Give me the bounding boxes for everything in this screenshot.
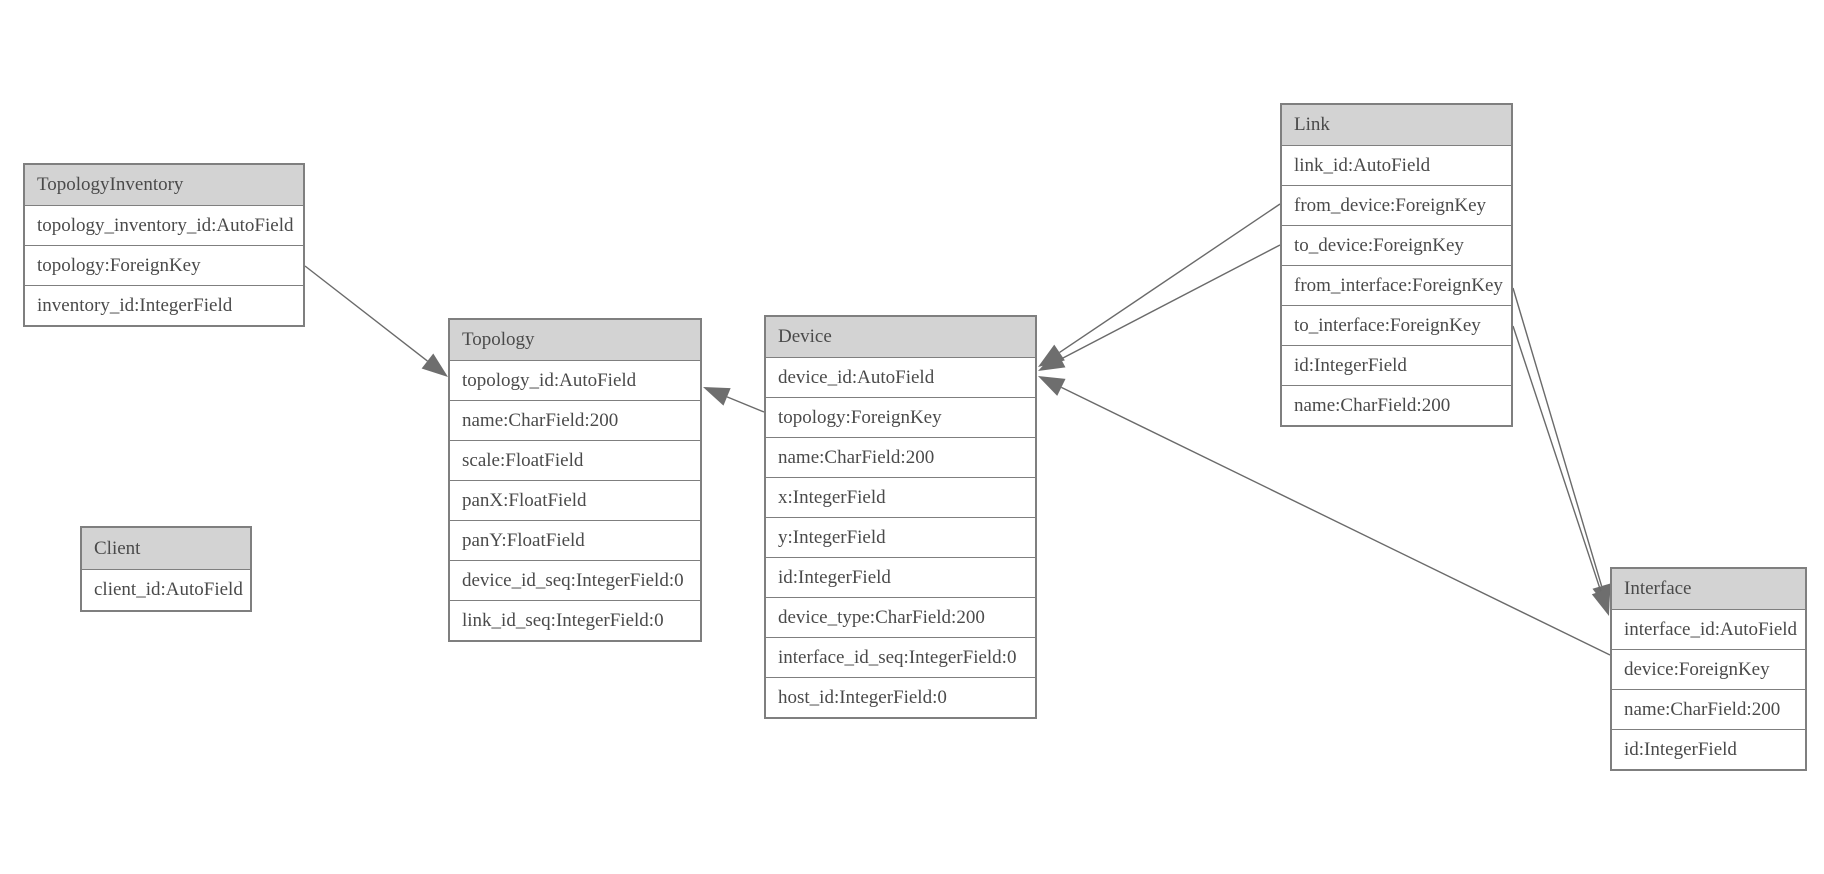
field-row: interface_id_seq:IntegerField:0 [766, 637, 1035, 677]
edge-arrowhead [1591, 588, 1610, 616]
entity-title: Client [82, 528, 250, 569]
field-row: panY:FloatField [450, 520, 700, 560]
entity-title: Link [1282, 105, 1511, 145]
field-row: device:ForeignKey [1612, 649, 1805, 689]
edge-arrowhead [703, 387, 731, 406]
field-row: scale:FloatField [450, 440, 700, 480]
field-row: name:CharField:200 [766, 437, 1035, 477]
field-row: device_id_seq:IntegerField:0 [450, 560, 700, 600]
entity-table-topologyinventory: TopologyInventory topology_inventory_id:… [23, 163, 305, 327]
field-row: inventory_id:IntegerField [25, 285, 303, 325]
field-row: id:IntegerField [1612, 729, 1805, 769]
field-row: from_device:ForeignKey [1282, 185, 1511, 225]
edge-arrowhead [1038, 376, 1066, 396]
edge-arrowhead [1038, 350, 1066, 371]
field-row: topology:ForeignKey [25, 245, 303, 285]
edge-line [726, 396, 765, 413]
field-row: client_id:AutoField [82, 569, 250, 610]
field-row: topology_inventory_id:AutoField [25, 205, 303, 245]
field-row: device_id:AutoField [766, 357, 1035, 397]
edge-line [304, 265, 428, 362]
edge-line [1060, 244, 1281, 360]
entity-title: Device [766, 317, 1035, 357]
field-row: topology:ForeignKey [766, 397, 1035, 437]
field-row: topology_id:AutoField [450, 360, 700, 400]
field-row: device_type:CharField:200 [766, 597, 1035, 637]
field-row: id:IntegerField [1282, 345, 1511, 385]
field-row: name:CharField:200 [450, 400, 700, 440]
field-row: y:IntegerField [766, 517, 1035, 557]
field-row: from_interface:ForeignKey [1282, 265, 1511, 305]
entity-title: TopologyInventory [25, 165, 303, 205]
entity-table-client: Client client_id:AutoField [80, 526, 252, 612]
entity-title: Interface [1612, 569, 1805, 609]
edge-arrowhead [421, 353, 448, 377]
field-row: id:IntegerField [766, 557, 1035, 597]
edge-line [1512, 287, 1603, 587]
edge-line [1512, 325, 1602, 592]
field-row: link_id_seq:IntegerField:0 [450, 600, 700, 640]
field-row: to_device:ForeignKey [1282, 225, 1511, 265]
field-row: link_id:AutoField [1282, 145, 1511, 185]
field-row: interface_id:AutoField [1612, 609, 1805, 649]
field-row: x:IntegerField [766, 477, 1035, 517]
field-row: name:CharField:200 [1612, 689, 1805, 729]
field-row: name:CharField:200 [1282, 385, 1511, 425]
edge-line [1061, 386, 1611, 656]
field-row: host_id:IntegerField:0 [766, 677, 1035, 717]
field-row: panX:FloatField [450, 480, 700, 520]
entity-title: Topology [450, 320, 700, 360]
edge-line [1059, 203, 1281, 354]
field-row: to_interface:ForeignKey [1282, 305, 1511, 345]
